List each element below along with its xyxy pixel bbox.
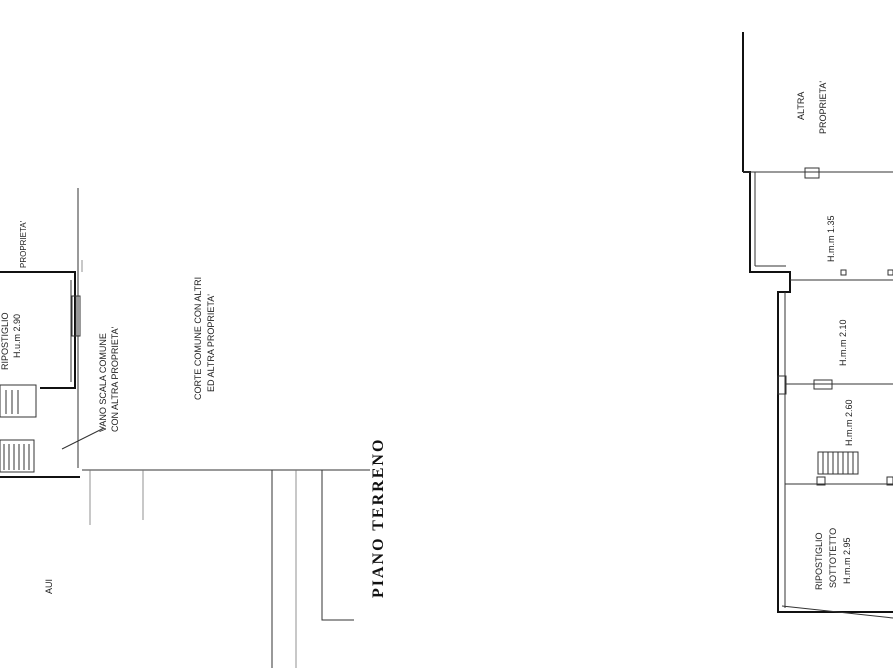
right-floor-plan: ALTRA PROPRIETA' H.m.m 1.35 H.m.m 2.10 H… <box>742 32 893 619</box>
label-room3-height: H.m.m 2.60 <box>844 399 854 446</box>
label-vano-scala-1: VANO SCALA COMUNE <box>98 333 108 432</box>
attic-outer-wall <box>743 171 893 613</box>
label-rip-1: RIPOSTIGLIO <box>814 532 824 590</box>
staircase <box>0 384 37 473</box>
leader-line <box>61 427 105 450</box>
label-corte-2: ED ALTRA PROPRIETA' <box>206 294 216 392</box>
label-rip-3: H.m.m 2.95 <box>842 537 852 584</box>
label-room2-height: H.m.m 2.10 <box>838 319 848 366</box>
storage-room-wall <box>0 271 76 389</box>
label-proprieta: PROPRIETA' <box>19 220 28 268</box>
label-ripostiglio: RIPOSTIGLIO <box>0 312 10 370</box>
label-altra-1: ALTRA <box>796 92 806 120</box>
label-room1-height: H.m.m 1.35 <box>826 215 836 262</box>
label-vano-scala-2: CON ALTRA PROPRIETA' <box>110 326 120 432</box>
label-rip-2: SOTTOTETTO <box>828 528 838 588</box>
plan-title: PIANO TERRENO <box>370 438 387 598</box>
attic-staircase <box>817 451 859 475</box>
skylight-mark <box>804 167 820 179</box>
label-ripostiglio-height: H.u.m 2.90 <box>12 314 22 358</box>
label-aui: AUI <box>44 579 54 594</box>
left-floor-plan: PROPRIETA' RIPOSTIGLIO H.u.m 2.90 VANO S… <box>0 188 387 668</box>
label-altra-2: PROPRIETA' <box>818 81 828 134</box>
label-corte-1: CORTE COMUNE CON ALTRI <box>193 277 203 400</box>
